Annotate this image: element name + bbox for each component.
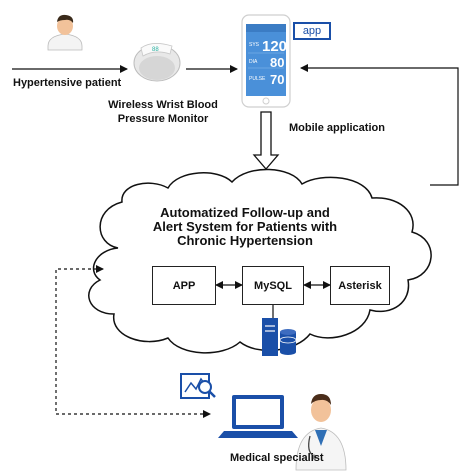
cloud-title-line3: Chronic Hypertension [177, 233, 313, 248]
analytics-chart-icon [180, 373, 216, 399]
laptop-icon [218, 395, 298, 438]
phone-reading-value-dia: 80 [270, 55, 285, 70]
phone-icon [241, 14, 291, 108]
monitor-label-line2: Pressure Monitor [117, 113, 209, 125]
phone-reading-tag-dia: DIA [249, 59, 258, 65]
phone-to-cloud-arrow [252, 111, 280, 170]
doctor-icon [295, 394, 347, 471]
phone-reading-tag-pulse: PULSE [249, 76, 266, 82]
cloud-title: Automatized Follow-up and Alert System f… [150, 206, 340, 248]
app-badge: app [293, 22, 331, 40]
phone-reading-value-sys: 120 [262, 38, 288, 55]
mobile-app-label: Mobile application [289, 122, 385, 134]
server-database-icon [262, 318, 297, 356]
cloud-to-phone-arrow [300, 64, 459, 186]
app-component-box: APP [152, 266, 216, 305]
phone-reading-tag-sys: SYS [249, 42, 260, 48]
mysql-component-box: MySQL [242, 266, 304, 305]
phone-reading-value-pulse: 70 [270, 72, 285, 87]
cloud-title-line1: Automatized Follow-up and [160, 205, 330, 220]
cloud-title-line2: Alert System for Patients with [152, 219, 338, 234]
wrist-monitor-icon: 88 [133, 43, 181, 82]
patient-icon [47, 14, 83, 51]
medical-specialist-label: Medical specialist [230, 452, 324, 464]
asterisk-component-box: Asterisk [330, 266, 390, 305]
svg-text:88: 88 [152, 47, 159, 53]
cloud-shape [88, 168, 432, 354]
patient-label: Hypertensive patient [13, 77, 122, 89]
monitor-label-line1: Wireless Wrist Blood [108, 99, 218, 111]
